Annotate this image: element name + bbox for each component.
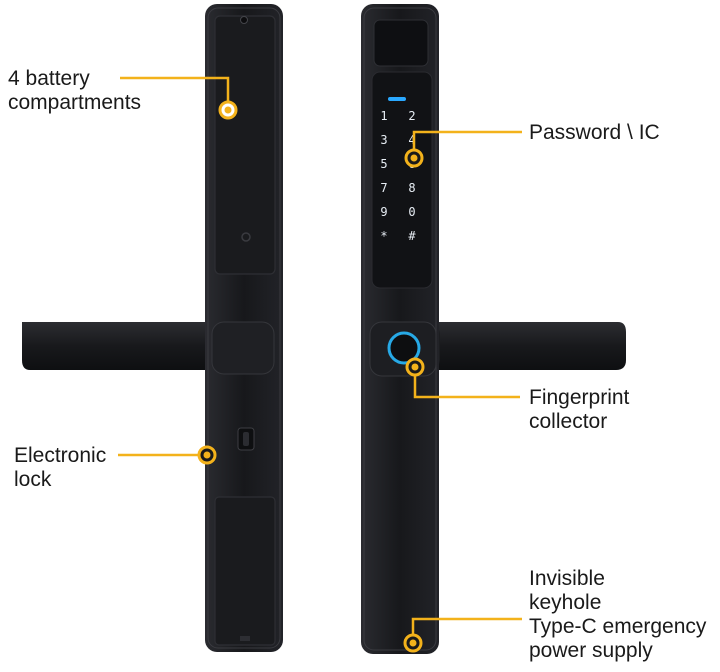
back-lock-body: [22, 4, 283, 652]
keypad-key-1[interactable]: 1: [380, 109, 387, 123]
callout-line-battery: [120, 76, 230, 107]
callout-label-keyhole-line2: keyhole: [529, 591, 602, 614]
keypad-key-8[interactable]: 8: [408, 181, 415, 195]
callout-label-keyhole-line4: power supply: [529, 639, 653, 662]
keypad-key-2[interactable]: 2: [408, 109, 415, 123]
callout-dot-password: [404, 148, 424, 168]
keypad-key-7[interactable]: 7: [380, 181, 387, 195]
callout-label-battery: 4 battery compartments: [8, 67, 141, 115]
callout-lines: [118, 76, 522, 640]
keypad-key-9[interactable]: 9: [380, 205, 387, 219]
callout-dot-battery: [218, 100, 238, 120]
keypad-key-4[interactable]: 4: [408, 133, 415, 147]
keypad-key-#[interactable]: #: [408, 229, 416, 243]
keypad-key-5[interactable]: 5: [380, 157, 387, 171]
callout-label-password-line1: Password \ IC: [529, 121, 660, 144]
callout-label-battery-line1: 4 battery: [8, 67, 90, 90]
front-lock-body: [361, 4, 626, 654]
callout-label-electronic-lock-line2: lock: [14, 468, 52, 491]
callout-label-keyhole-line3: Type-C emergency: [529, 615, 707, 638]
callout-label-fingerprint-line1: Fingerprint: [529, 386, 630, 409]
callout-dots: [197, 100, 425, 653]
callout-dot-electronic-lock: [197, 445, 217, 465]
keypad-key-*[interactable]: *: [380, 229, 387, 243]
callout-label-keyhole: Invisible keyhole Type-C emergency power…: [529, 567, 706, 663]
callout-label-electronic-lock-line1: Electronic: [14, 444, 107, 467]
callout-label-battery-line2: compartments: [8, 91, 142, 114]
callout-line-fingerprint: [413, 367, 520, 399]
callout-label-fingerprint-line2: collector: [529, 410, 608, 433]
keypad-key-0[interactable]: 0: [408, 205, 415, 219]
callout-dot-fingerprint: [405, 357, 425, 377]
keypad-key-3[interactable]: 3: [380, 133, 387, 147]
callout-line-password: [412, 130, 522, 156]
callout-label-fingerprint: Fingerprint collector: [529, 386, 629, 434]
callout-label-electronic-lock: Electronic lock: [14, 444, 106, 492]
callout-label-keyhole-line1: Invisible: [529, 567, 605, 590]
callout-label-password: Password \ IC: [529, 121, 660, 145]
callout-line-keyhole: [411, 617, 522, 640]
callout-dot-keyhole: [403, 633, 423, 653]
